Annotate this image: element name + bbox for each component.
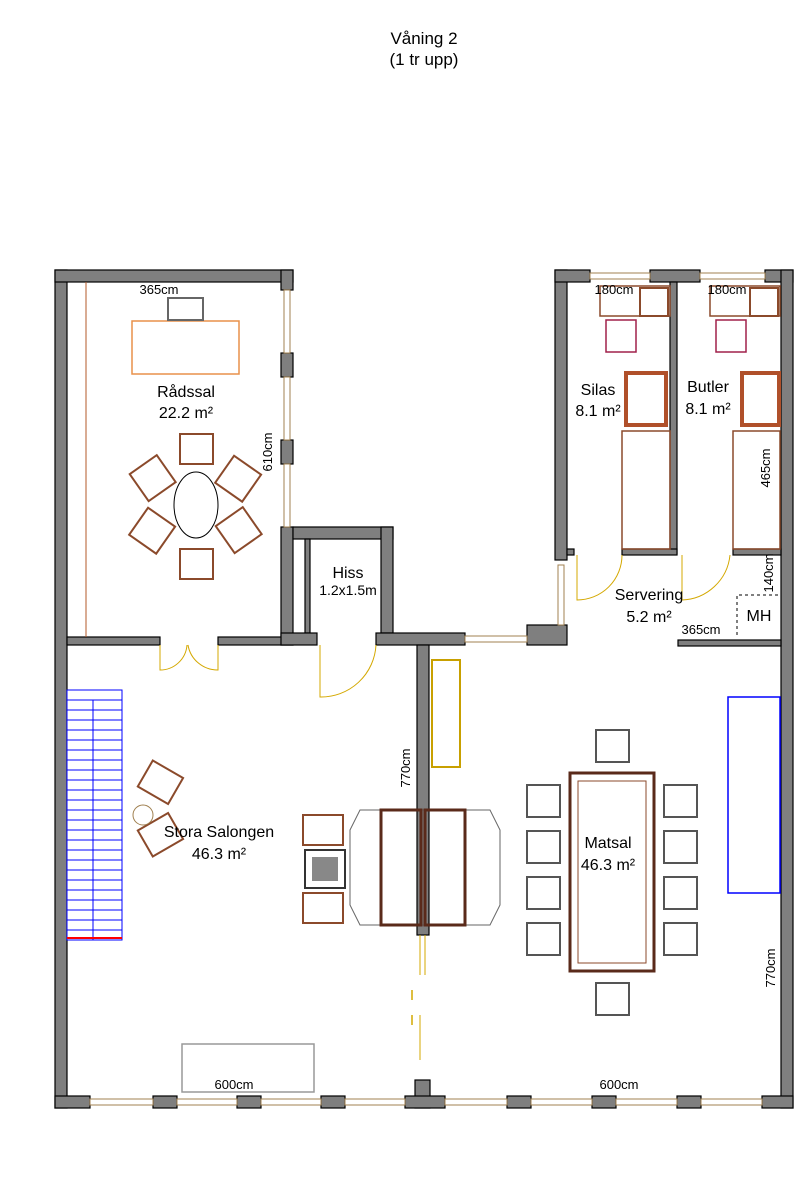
dim-radssal-height: 610cm [260,432,275,471]
dim-salongen-width: 600cm [214,1077,253,1092]
room-labels: Rådssal 22.2 m² Hiss 1.2x1.5m Silas 8.1 … [157,379,771,874]
desk [131,320,240,375]
bedroom-furniture [599,285,781,550]
walls [54,269,794,1109]
room-name-silas: Silas [581,382,616,399]
room-name-butler: Butler [687,379,729,396]
dim-center-wall: 770cm [398,748,413,787]
room-area-matsal: 46.3 m² [581,857,636,874]
desk-chair [167,297,204,321]
windows [89,272,766,1106]
room-area-butler: 8.1 m² [685,401,731,418]
room-area-stora-salongen: 46.3 m² [192,846,247,863]
room-area-radssal: 22.2 m² [159,405,214,422]
room-name-matsal: Matsal [584,835,631,852]
plan-title: Våning 2 (1 tr upp) [0,28,800,70]
meeting-table [173,471,219,539]
dimension-labels: 365cm 610cm 180cm 180cm 465cm 140cm 365c… [139,282,778,1092]
room-name-servering: Servering [615,587,683,604]
meeting-chairs [127,433,264,580]
dim-radssal-width: 365cm [139,282,178,297]
doors [159,554,731,1060]
mh-area [736,594,781,635]
dim-bedroom-height: 465cm [758,448,773,487]
room-name-stora-salongen: Stora Salongen [164,824,274,841]
salon-furniture [136,659,501,1093]
dim-silas-width: 180cm [594,282,633,297]
room-area-silas: 8.1 m² [575,403,621,420]
room-area-servering: 5.2 m² [626,609,672,626]
room-name-radssal: Rådssal [157,383,215,401]
dim-servering-height: 140cm [761,553,776,592]
room-name-hiss: Hiss [332,565,363,582]
dining-furniture [526,696,781,1016]
plant-icon [132,804,154,826]
dim-servering-width: 365cm [681,622,720,637]
staircase[interactable] [66,689,123,941]
dim-matsal-width: 600cm [599,1077,638,1092]
dim-right-wall: 770cm [763,948,778,987]
mh-label: MH [747,608,772,625]
plan-title-subtitle: (1 tr upp) [389,50,459,69]
plan-title-floor: Våning 2 [390,29,458,48]
dim-butler-width: 180cm [707,282,746,297]
room-area-hiss: 1.2x1.5m [319,582,377,598]
